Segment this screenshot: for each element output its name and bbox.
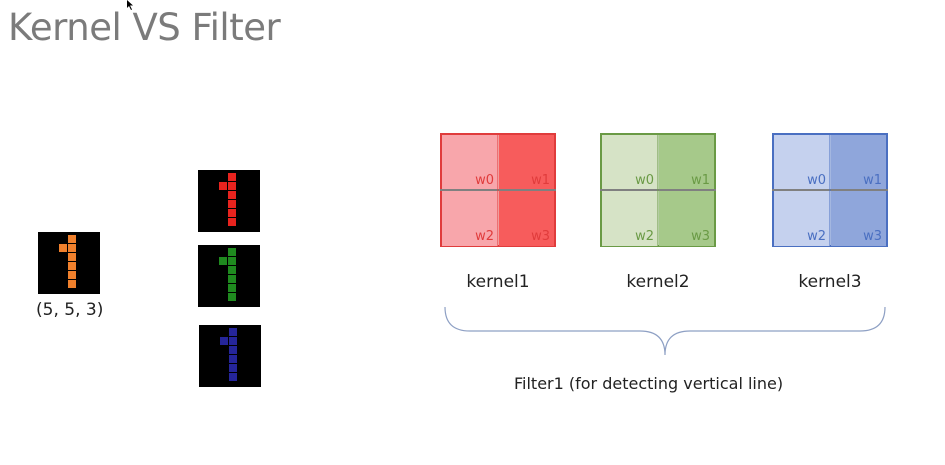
pixel [228,218,236,226]
pixel [228,173,236,181]
pixel [228,293,236,301]
cursor-icon [127,0,133,10]
kernel-cell: w3 [659,191,714,246]
pixel [229,346,237,354]
weight-label: w3 [863,229,882,244]
pixel [68,253,76,261]
kernel-cell: w2 [602,191,658,246]
pixel [68,280,76,288]
pixel [219,257,227,265]
pixel [228,209,236,217]
kernel-cell: w1 [499,135,554,190]
weight-label: w3 [691,229,710,244]
kernel-2-label: kernel2 [626,272,690,292]
pixel [229,364,237,372]
pixel [219,182,227,190]
pixel [228,182,236,190]
channel-image-red [198,170,260,232]
kernel-1-label: kernel1 [466,272,530,292]
weight-label: w0 [475,173,494,188]
channel-image-green [198,245,260,307]
channel-image-blue [199,325,261,387]
pixel [229,355,237,363]
pixel [68,235,76,243]
kernel-cell: w2 [442,191,498,246]
kernel-3-label: kernel3 [798,272,862,292]
pixel [68,262,76,270]
pixel [229,328,237,336]
pixel [229,373,237,381]
weight-label: w1 [863,173,882,188]
weight-label: w0 [635,173,654,188]
weight-label: w3 [531,229,550,244]
kernel-cell: w3 [499,191,554,246]
pixel [228,200,236,208]
filter-label: Filter1 (for detecting vertical line) [514,374,784,393]
weight-label: w1 [531,173,550,188]
kernel-divider [657,133,659,247]
kernel-divider [829,133,831,247]
kernel-2: w0 w1 w2 w3 [600,133,716,247]
pixel [228,248,236,256]
weight-label: w1 [691,173,710,188]
pixel [228,284,236,292]
weight-label: w0 [807,173,826,188]
pixel [68,271,76,279]
pixel [59,244,67,252]
kernel-cell: w1 [831,135,886,190]
kernel-1: w0 w1 w2 w3 [440,133,556,247]
page-title: Kernel VS Filter [8,6,281,49]
pixel [229,337,237,345]
kernel-cell: w0 [774,135,830,190]
input-shape-label: (5, 5, 3) [36,300,104,320]
pixel [220,337,228,345]
kernel-divider [497,133,499,247]
pixel [228,266,236,274]
pixel [68,244,76,252]
pixel [228,275,236,283]
weight-label: w2 [475,229,494,244]
kernel-cell: w3 [831,191,886,246]
pixel [228,257,236,265]
filter-brace [444,306,886,356]
input-image [38,232,100,294]
weight-label: w2 [807,229,826,244]
kernel-3: w0 w1 w2 w3 [772,133,888,247]
pixel [228,191,236,199]
kernel-cell: w0 [602,135,658,190]
kernel-cell: w2 [774,191,830,246]
kernel-cell: w0 [442,135,498,190]
kernel-cell: w1 [659,135,714,190]
weight-label: w2 [635,229,654,244]
